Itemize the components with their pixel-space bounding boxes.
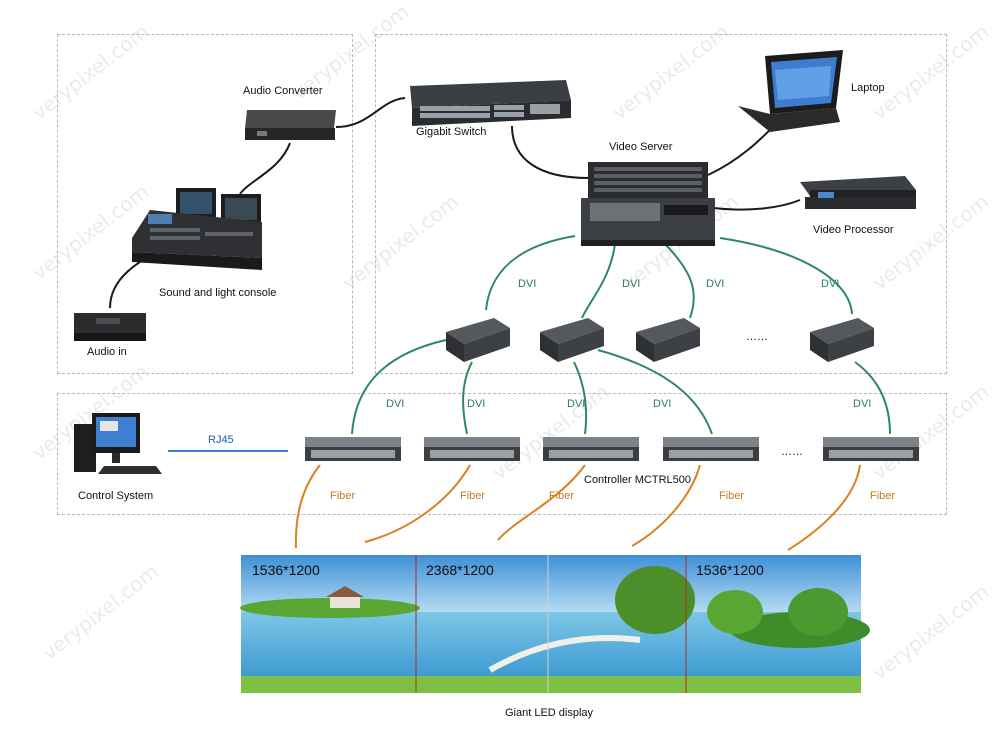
video-server-device <box>581 162 715 246</box>
fiber-line <box>631 464 701 547</box>
cable-converter-console <box>239 142 291 195</box>
fiber-line <box>497 464 586 541</box>
dvi-line <box>854 361 891 435</box>
cable-server-processor <box>713 199 801 211</box>
dvi-label: DVI <box>467 398 486 410</box>
dvi-label: DVI <box>853 398 872 410</box>
giant-led-label: Giant LED display <box>505 707 594 719</box>
dvi-line <box>462 361 473 435</box>
fiber-line <box>364 464 471 543</box>
control-system-device <box>74 413 162 474</box>
dvi-label: DVI <box>518 278 537 290</box>
dvi-label: DVI <box>567 398 586 410</box>
dvi-label: DVI <box>386 398 405 410</box>
gigabit-switch-device <box>410 80 571 126</box>
converter-ellipsis: …… <box>746 331 768 343</box>
dvi-lines <box>351 235 891 435</box>
controller-ellipsis: …… <box>781 446 803 458</box>
dvi-line <box>664 243 695 319</box>
controller-label: Controller MCTRL500 <box>584 474 691 486</box>
laptop-label: Laptop <box>851 82 885 94</box>
video-group-box <box>375 34 947 374</box>
dvi-line <box>485 235 576 311</box>
audio-in-label: Audio in <box>87 346 127 358</box>
controller-device <box>305 437 401 461</box>
resolution-middle: 2368*1200 <box>426 562 494 578</box>
resolution-left: 1536*1200 <box>252 562 320 578</box>
led-display-panel <box>240 555 870 693</box>
controller-group-box <box>57 393 947 515</box>
controller-device <box>424 437 520 461</box>
laptop-device <box>738 50 843 132</box>
video-server-label: Video Server <box>609 141 673 153</box>
cable-switch-server <box>511 125 589 179</box>
dvi-line <box>581 243 616 319</box>
video-processor-device <box>800 176 916 209</box>
control-system-label: Control System <box>78 490 154 502</box>
dvi-line <box>351 339 447 435</box>
fiber-label: Fiber <box>870 490 896 502</box>
dvi-label: DVI <box>653 398 672 410</box>
sound-light-console-label: Sound and light console <box>159 287 277 299</box>
video-processor-label: Video Processor <box>813 224 894 236</box>
fiber-label: Fiber <box>330 490 356 502</box>
fiber-converter-device <box>636 318 700 362</box>
fiber-label: Fiber <box>719 490 745 502</box>
fiber-line <box>787 464 861 551</box>
fiber-converter-device <box>810 318 874 362</box>
controller-device <box>543 437 639 461</box>
dvi-label: DVI <box>622 278 641 290</box>
resolution-right: 1536*1200 <box>696 562 764 578</box>
audio-in-device <box>74 313 146 341</box>
fiber-converter-device <box>446 318 510 362</box>
gigabit-switch-label: Gigabit Switch <box>416 126 487 138</box>
audio-converter-device <box>245 110 336 140</box>
fiber-line <box>294 464 321 549</box>
dvi-line <box>573 361 588 435</box>
cable-converter-switch <box>335 97 406 128</box>
dvi-label: DVI <box>706 278 725 290</box>
fiber-lines <box>294 464 861 551</box>
dvi-label: DVI <box>821 278 840 290</box>
fiber-converter-device <box>540 318 604 362</box>
controller-device <box>663 437 759 461</box>
cable-console-audioin <box>109 261 141 309</box>
audio-converter-label: Audio Converter <box>243 85 323 97</box>
fiber-label: Fiber <box>549 490 575 502</box>
dvi-line <box>597 349 713 435</box>
fiber-label: Fiber <box>460 490 486 502</box>
dvi-line <box>719 237 853 315</box>
controller-device <box>823 437 919 461</box>
audio-group-box <box>57 34 353 374</box>
sound-light-console-device <box>132 188 262 270</box>
rj45-label: RJ45 <box>208 434 234 446</box>
